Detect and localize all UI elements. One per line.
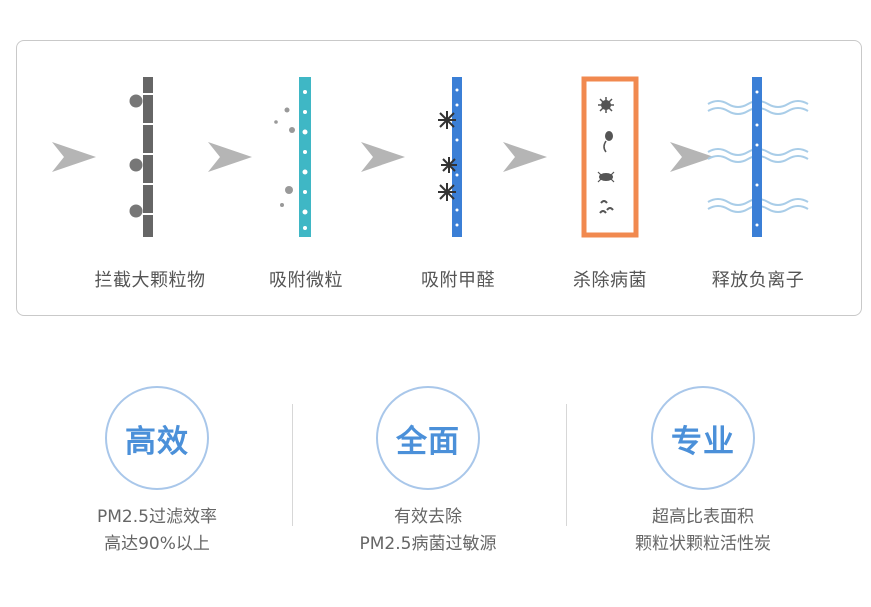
negative-ion-filter-icon bbox=[707, 77, 809, 237]
stage-label: 吸附甲醛 bbox=[421, 270, 495, 291]
stage-label: 拦截大颗粒物 bbox=[94, 270, 206, 291]
feature-description: 超高比表面积 颗粒状颗粒活性炭 bbox=[593, 504, 813, 558]
feature-efficient: 高效 PM2.5过滤效率 高达90%以上 bbox=[47, 386, 267, 558]
feature-desc-line: PM2.5病菌过敏源 bbox=[359, 534, 497, 554]
feature-title: 高效 bbox=[125, 423, 189, 460]
feature-title: 专业 bbox=[671, 423, 735, 460]
filtration-process-panel bbox=[16, 40, 862, 316]
feature-description: 有效去除 PM2.5病菌过敏源 bbox=[318, 504, 538, 558]
large-particle-filter-icon bbox=[129, 77, 156, 237]
feature-desc-line: 高达90%以上 bbox=[104, 534, 210, 554]
formaldehyde-filter-icon bbox=[438, 77, 462, 237]
process-diagram bbox=[52, 76, 809, 238]
feature-desc-line: 颗粒状颗粒活性炭 bbox=[635, 534, 771, 554]
feature-badge: 全面 bbox=[376, 386, 480, 490]
germ-kill-filter-icon bbox=[581, 76, 639, 238]
arrow-icon bbox=[503, 142, 547, 172]
feature-description: PM2.5过滤效率 高达90%以上 bbox=[47, 504, 267, 558]
arrow-icon bbox=[361, 142, 405, 172]
arrow-icon bbox=[52, 142, 96, 172]
arrow-icon bbox=[670, 142, 714, 172]
arrow-icon bbox=[208, 142, 252, 172]
feature-title: 全面 bbox=[396, 423, 460, 460]
feature-professional: 专业 超高比表面积 颗粒状颗粒活性炭 bbox=[593, 386, 813, 558]
divider bbox=[566, 404, 567, 526]
feature-comprehensive: 全面 有效去除 PM2.5病菌过敏源 bbox=[318, 386, 538, 558]
stage-label: 释放负离子 bbox=[711, 270, 805, 291]
feature-badge: 专业 bbox=[651, 386, 755, 490]
particle-adsorb-filter-icon bbox=[274, 77, 311, 237]
feature-desc-line: 超高比表面积 bbox=[652, 507, 754, 527]
feature-desc-line: 有效去除 bbox=[394, 507, 462, 527]
divider bbox=[292, 404, 293, 526]
feature-desc-line: PM2.5过滤效率 bbox=[97, 507, 217, 527]
stage-label: 吸附微粒 bbox=[269, 270, 343, 291]
stage-label: 杀除病菌 bbox=[573, 270, 647, 291]
feature-badge: 高效 bbox=[105, 386, 209, 490]
